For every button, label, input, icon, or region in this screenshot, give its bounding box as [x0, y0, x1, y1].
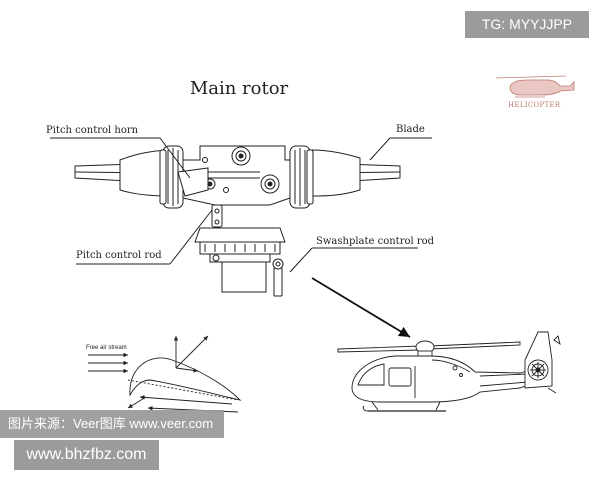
watermark-veer: 图片来源：Veer图库 www.veer.com	[0, 410, 224, 438]
helicopter-logo-text: HELICOPTER	[508, 101, 561, 109]
label-pitch-control-horn: Pitch control horn	[46, 125, 139, 136]
helicopter-logo	[495, 75, 575, 98]
pitch-control-rod-part	[211, 204, 223, 228]
pitch-control-horn	[177, 167, 209, 197]
swashplate-control-rod-part	[272, 258, 284, 297]
airfoil-shape	[129, 357, 242, 401]
leader-lines	[50, 137, 432, 273]
right-blade	[311, 149, 401, 197]
swashplate	[194, 227, 286, 263]
right-grip	[289, 145, 314, 209]
hub-body	[182, 145, 291, 206]
label-pitch-control-rod: Pitch control rod	[76, 250, 162, 261]
left-grip	[159, 145, 184, 209]
rotor-mast	[221, 261, 267, 293]
watermark-tg: TG: MYYJJPP	[465, 11, 589, 38]
rotor-hub-assembly	[74, 145, 401, 297]
label-blade: Blade	[396, 124, 425, 135]
diagram-title: Main rotor	[189, 78, 289, 99]
label-swashplate-control-rod: Swashplate control rod	[316, 236, 435, 247]
label-free-air-stream: Free air stream	[86, 345, 127, 351]
watermark-site: www.bhzfbz.com	[14, 440, 159, 470]
helicopter-illustration	[337, 331, 561, 412]
pointer-arrow	[311, 277, 411, 338]
